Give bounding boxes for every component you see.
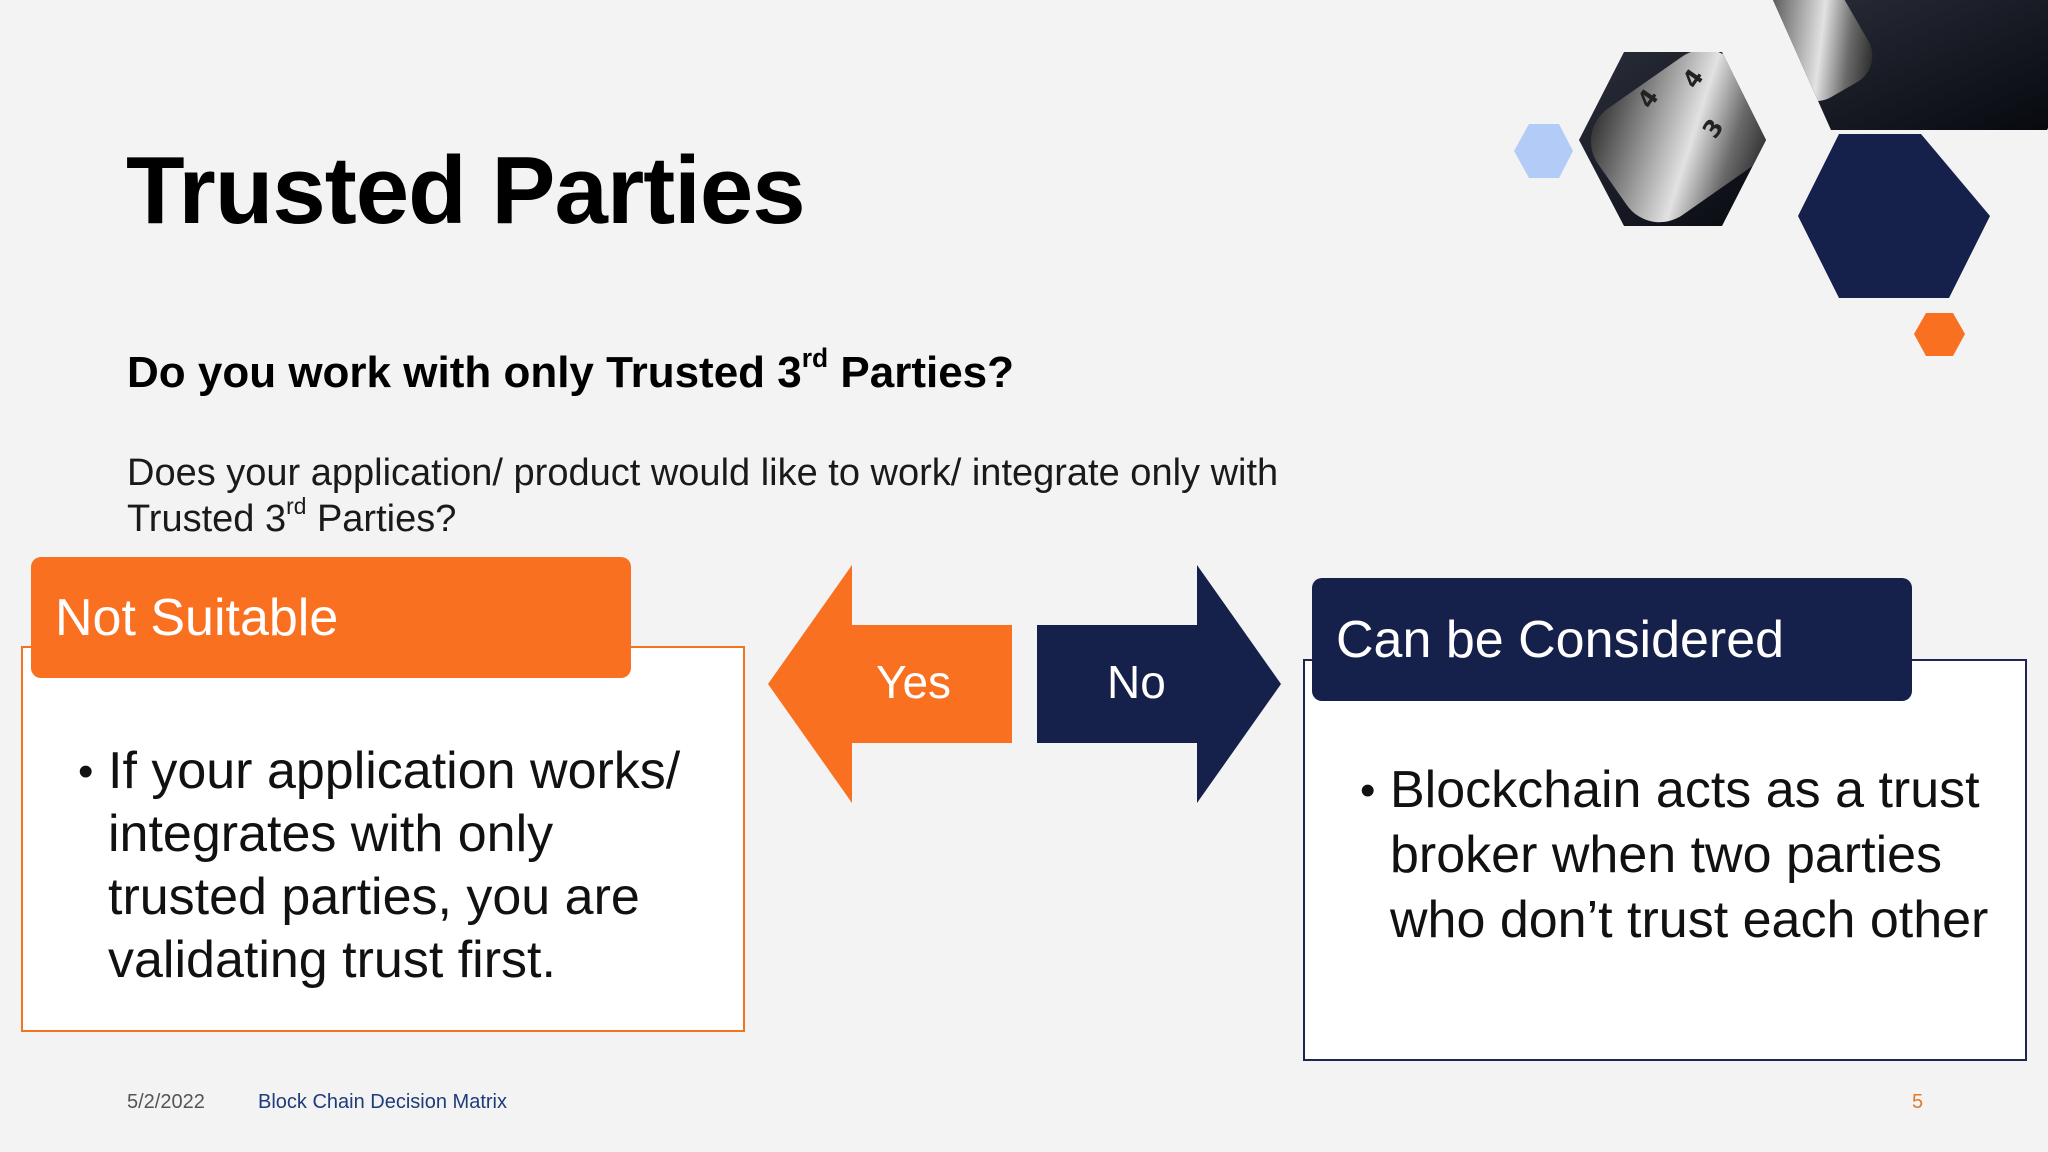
not-suitable-bullet-text: If your application works/ integrates wi… xyxy=(108,742,681,989)
can-be-considered-panel xyxy=(1303,659,2027,1061)
body-text-main: Does your application/ product would lik… xyxy=(127,452,1279,540)
light-blue-hexagon xyxy=(1514,124,1573,178)
not-suitable-header: Not Suitable xyxy=(31,557,631,678)
orange-hexagon xyxy=(1914,313,1965,356)
body-text-end: Parties? xyxy=(306,498,457,540)
can-be-considered-bullet: • Blockchain acts as a trust broker when… xyxy=(1360,758,2000,953)
yes-label: Yes xyxy=(876,656,952,708)
can-be-considered-header: Can be Considered xyxy=(1312,578,1912,701)
not-suitable-bullet: • If your application works/ integrates … xyxy=(78,740,718,992)
footer-title: Block Chain Decision Matrix xyxy=(258,1091,507,1113)
no-arrow xyxy=(1037,565,1281,803)
navy-hexagon xyxy=(1798,134,1990,298)
footer-date: 5/2/2022 xyxy=(127,1091,205,1113)
subtitle-superscript: rd xyxy=(801,343,829,374)
not-suitable-panel xyxy=(21,646,745,1032)
decorative-hexagon-graphic: 4 4 3 xyxy=(1514,0,2048,356)
bullet-dot: • xyxy=(78,747,94,796)
slide-title: Trusted Parties xyxy=(126,137,806,244)
yes-arrow xyxy=(768,565,1012,803)
subtitle-text-end: Parties? xyxy=(828,348,1015,397)
body-text: Does your application/ product would lik… xyxy=(127,450,1307,542)
slide-subtitle: Do you work with only Trusted 3rd Partie… xyxy=(127,345,1015,400)
lock-image-hexagon: 4 4 3 xyxy=(1579,52,1766,226)
slide-number: 5 xyxy=(1912,1091,1924,1113)
body-text-superscript: rd xyxy=(286,492,307,519)
lock-image-top xyxy=(1773,0,2048,130)
can-be-considered-bullet-text: Blockchain acts as a trust broker when t… xyxy=(1390,761,1989,949)
no-label: No xyxy=(1107,656,1166,708)
bullet-dot: • xyxy=(1360,766,1376,815)
subtitle-text: Do you work with only Trusted 3 xyxy=(127,348,802,397)
